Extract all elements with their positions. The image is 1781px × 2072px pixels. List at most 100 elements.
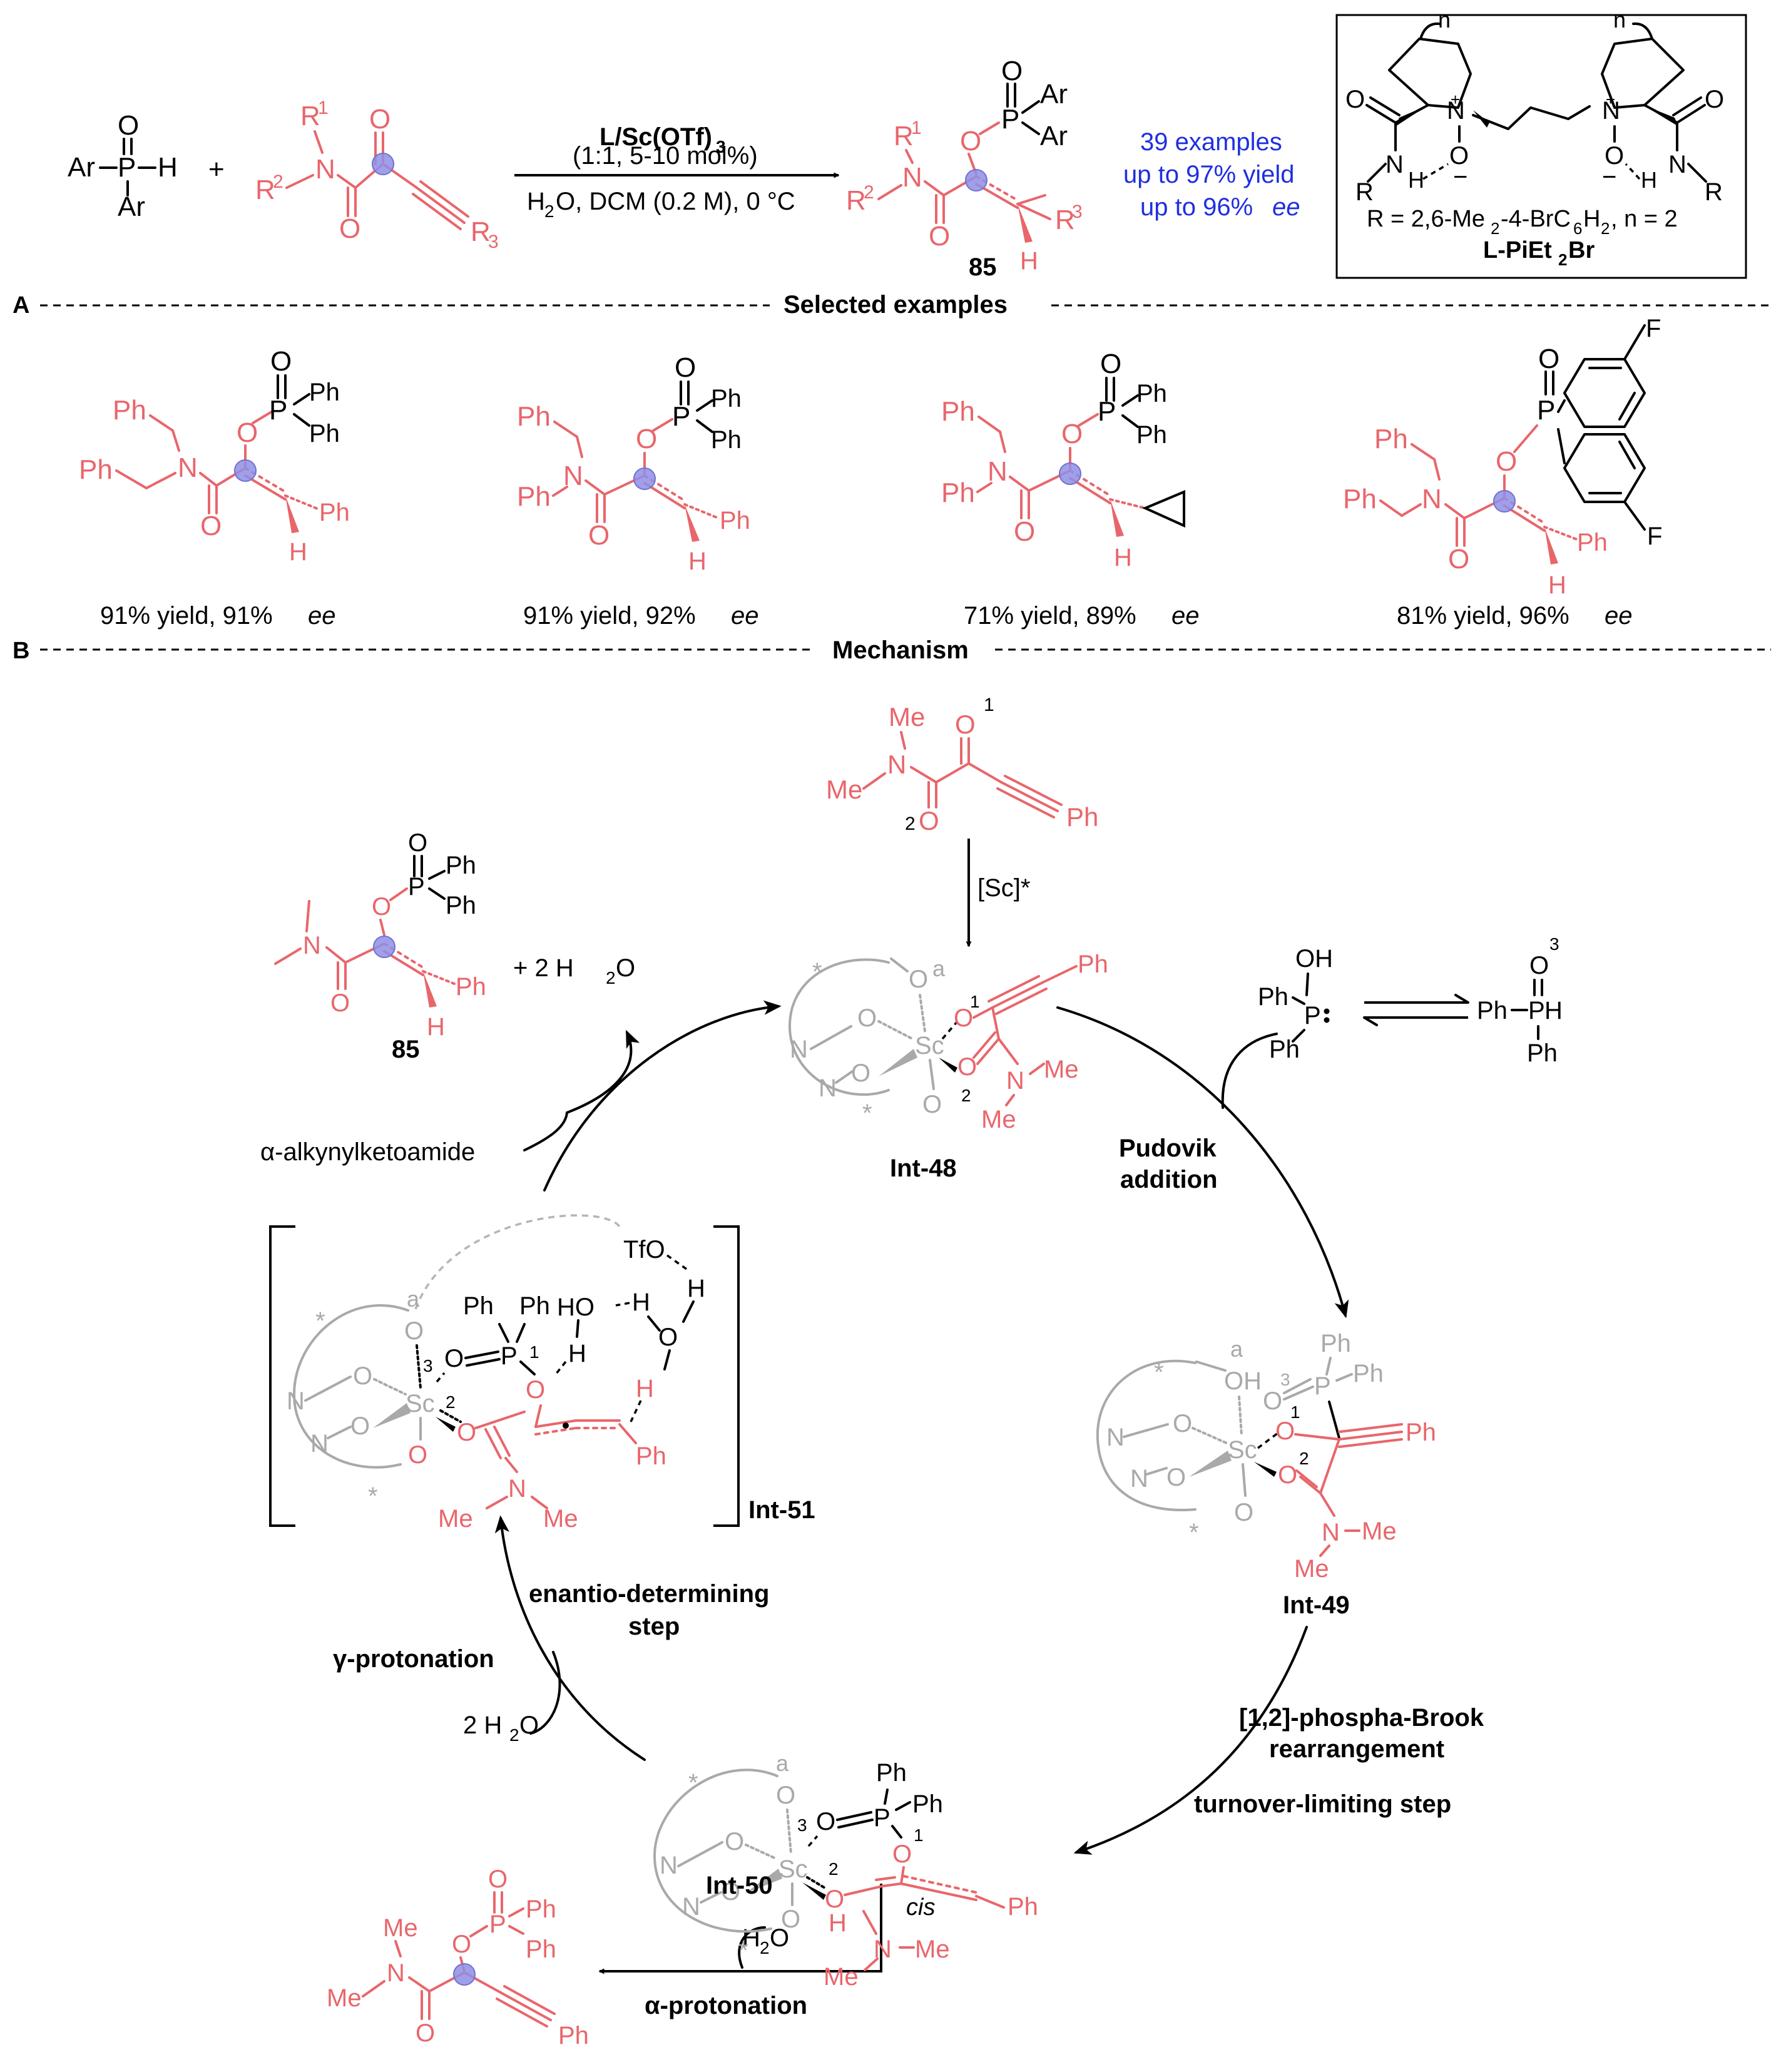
svg-text:O: O bbox=[816, 1808, 835, 1835]
svg-text:Ph: Ph bbox=[1406, 1419, 1436, 1446]
svg-text:L-PiEt: L-PiEt bbox=[1483, 237, 1552, 263]
svg-text:6: 6 bbox=[1573, 219, 1582, 238]
svg-text:1: 1 bbox=[970, 992, 980, 1011]
svg-text:Ph: Ph bbox=[941, 396, 975, 427]
svg-text:N: N bbox=[790, 1036, 808, 1063]
svg-text:Ph: Ph bbox=[1477, 997, 1508, 1024]
svg-text:OH: OH bbox=[1295, 945, 1333, 972]
svg-text:H: H bbox=[1020, 247, 1038, 275]
svg-text:Ar: Ar bbox=[118, 191, 145, 222]
svg-text:Sc: Sc bbox=[406, 1390, 435, 1417]
svg-text:O: O bbox=[1529, 952, 1549, 979]
mechanism-product-85: O P Ph Ph O N O Ph H + 2 H 2 O 85 bbox=[274, 829, 635, 1063]
svg-text:Ph: Ph bbox=[876, 1759, 907, 1787]
section-b-title: Mechanism bbox=[832, 636, 969, 664]
svg-text:O: O bbox=[725, 1828, 744, 1855]
header-reaction: O Ar P H Ar + R 1 N R 2 O O bbox=[68, 7, 1747, 281]
svg-text:cis: cis bbox=[906, 1894, 935, 1921]
svg-text:N: N bbox=[387, 1959, 405, 1987]
svg-text:Ph: Ph bbox=[636, 1442, 666, 1470]
svg-text:R: R bbox=[894, 121, 914, 151]
svg-text:*: * bbox=[315, 1307, 325, 1335]
int-49-label: Int-49 bbox=[1283, 1591, 1350, 1619]
svg-text:−: − bbox=[1453, 163, 1467, 191]
svg-text:39 examples: 39 examples bbox=[1140, 128, 1282, 156]
svg-text:N: N bbox=[178, 452, 198, 483]
svg-text:(1:1, 5-10 mol%): (1:1, 5-10 mol%) bbox=[573, 142, 758, 170]
svg-text:O: O bbox=[851, 1059, 870, 1087]
svg-text:Ph: Ph bbox=[517, 481, 551, 512]
example-2: Ph N Ph O O P O Ph Ph Ph H 91% yield, 92… bbox=[517, 352, 759, 630]
svg-text:O: O bbox=[955, 710, 976, 739]
svg-text:3: 3 bbox=[423, 1356, 433, 1375]
svg-text:Me: Me bbox=[383, 1914, 418, 1942]
svg-text:1: 1 bbox=[529, 1342, 539, 1362]
svg-text:O: O bbox=[488, 1865, 508, 1893]
svg-text:Me: Me bbox=[1294, 1555, 1329, 1583]
svg-text:n: n bbox=[1438, 7, 1451, 33]
svg-text:Ph: Ph bbox=[309, 420, 340, 447]
svg-text:O: O bbox=[416, 2019, 435, 2047]
svg-text:O: O bbox=[960, 126, 981, 156]
svg-text:turnover-limiting step: turnover-limiting step bbox=[1194, 1790, 1451, 1818]
svg-text:ee: ee bbox=[731, 602, 759, 630]
svg-text:2: 2 bbox=[905, 814, 916, 834]
svg-text:N: N bbox=[1106, 1424, 1125, 1451]
svg-text:N: N bbox=[987, 456, 1008, 487]
svg-text:2: 2 bbox=[273, 171, 283, 192]
section-b-letter: B bbox=[13, 638, 29, 664]
svg-text:up to 96%: up to 96% bbox=[1140, 193, 1253, 221]
svg-text:91% yield, 91%: 91% yield, 91% bbox=[100, 602, 273, 630]
svg-text:Ph: Ph bbox=[1374, 424, 1408, 454]
svg-text:Me: Me bbox=[1044, 1056, 1079, 1083]
svg-text:3: 3 bbox=[1549, 934, 1559, 954]
svg-text:H: H bbox=[1641, 167, 1657, 193]
int-51: Int-51 TfO H O H HO H H * * a O O O N N … bbox=[269, 1214, 815, 1533]
svg-text:O: O bbox=[1061, 419, 1083, 449]
svg-text:P: P bbox=[269, 395, 287, 426]
svg-text:n: n bbox=[1613, 7, 1626, 33]
svg-text:1: 1 bbox=[914, 1825, 924, 1845]
svg-text:2: 2 bbox=[544, 202, 554, 221]
section-b: B Mechanism bbox=[13, 636, 1771, 664]
svg-text:L/Sc(OTf): L/Sc(OTf) bbox=[600, 123, 712, 151]
svg-text:3: 3 bbox=[797, 1815, 807, 1835]
cycle-arrows: Pudovik addition [1,2]-phospha-Brook rea… bbox=[260, 1000, 1484, 2019]
svg-text:*: * bbox=[1154, 1359, 1164, 1386]
svg-text:Ph: Ph bbox=[1320, 1330, 1351, 1357]
svg-text:Ph: Ph bbox=[1066, 802, 1098, 832]
svg-text:ee: ee bbox=[1171, 602, 1200, 630]
svg-text:3: 3 bbox=[488, 232, 499, 252]
svg-text:Ph: Ph bbox=[446, 892, 476, 919]
svg-text:Ph: Ph bbox=[711, 426, 742, 454]
svg-text:O: O bbox=[1278, 1461, 1297, 1489]
svg-text:Ph: Ph bbox=[1353, 1360, 1384, 1387]
svg-text:a: a bbox=[776, 1750, 789, 1776]
svg-text:N: N bbox=[1006, 1067, 1024, 1095]
svg-text:1: 1 bbox=[984, 695, 994, 715]
svg-text:H: H bbox=[688, 548, 707, 575]
svg-text:−: − bbox=[1602, 163, 1616, 191]
plus-sign: + bbox=[208, 154, 225, 185]
svg-text:O: O bbox=[353, 1362, 372, 1390]
svg-text:O: O bbox=[922, 1091, 942, 1118]
svg-text:81% yield, 96%: 81% yield, 96% bbox=[1397, 602, 1569, 630]
svg-text:*: * bbox=[738, 1937, 748, 1964]
svg-text:OH: OH bbox=[1224, 1367, 1262, 1395]
svg-text:H: H bbox=[632, 1289, 650, 1316]
svg-text:O: O bbox=[1345, 86, 1365, 113]
svg-text:N: N bbox=[1422, 484, 1442, 514]
svg-text:Ph: Ph bbox=[446, 852, 476, 879]
svg-text:Ar: Ar bbox=[68, 152, 95, 183]
svg-text:N: N bbox=[287, 1387, 305, 1415]
svg-text:O: O bbox=[636, 424, 657, 454]
svg-text:O: O bbox=[825, 1886, 844, 1913]
svg-text:1: 1 bbox=[318, 98, 329, 118]
svg-text:Ph: Ph bbox=[113, 395, 146, 426]
svg-text:O: O bbox=[339, 213, 360, 244]
example-3: Ph N Ph O O P O Ph Ph H 71% yield, 89% e… bbox=[941, 349, 1200, 630]
svg-text:Me: Me bbox=[915, 1936, 950, 1963]
svg-text:α-protonation: α-protonation bbox=[645, 1992, 807, 2019]
svg-text:O: O bbox=[1234, 1499, 1253, 1526]
svg-text:O: O bbox=[1014, 516, 1035, 547]
